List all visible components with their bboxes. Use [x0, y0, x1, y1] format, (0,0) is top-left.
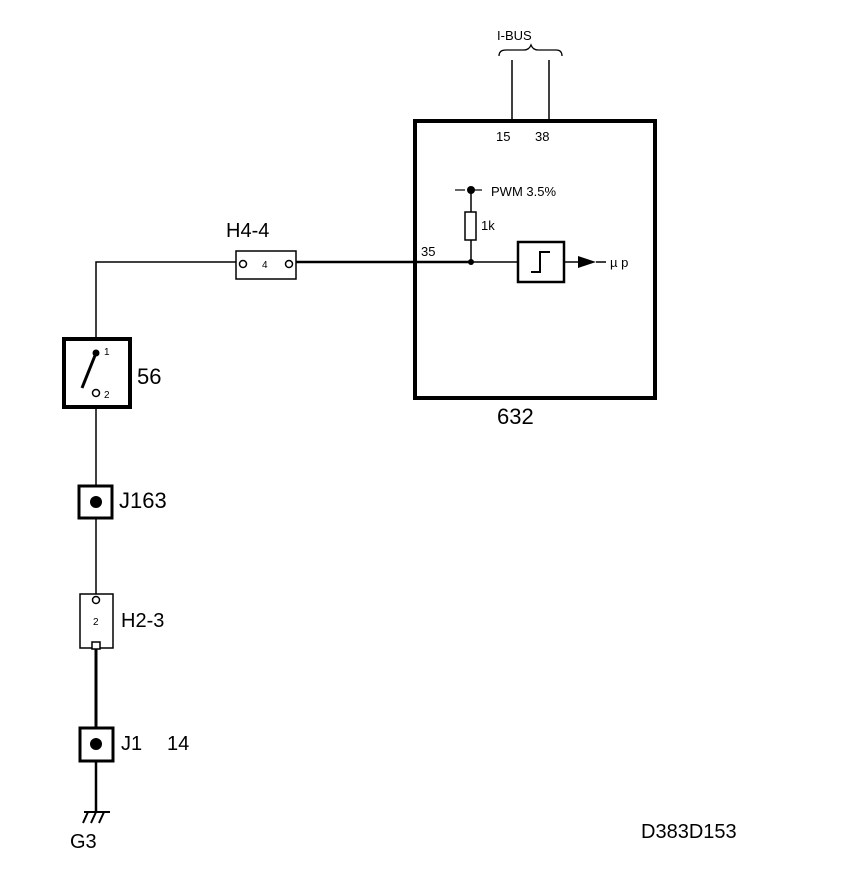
junction-j1 [78, 726, 115, 763]
ibus-brace [498, 43, 563, 57]
ibus-label: I-BUS [497, 28, 532, 43]
bus-pin-38: 38 [535, 129, 549, 144]
wire-switch-to-h4 [95, 261, 236, 349]
connector-h4-4-label: H4-4 [226, 220, 269, 242]
output-arrow-icon [578, 256, 596, 268]
junction-j163 [77, 484, 114, 520]
switch-pin-1: 1 [104, 347, 110, 358]
input-pin-label: 35 [421, 244, 435, 259]
bus-pin-15: 15 [496, 129, 510, 144]
junction-dot-icon [90, 738, 102, 750]
junction-j1-label: J1 [121, 733, 142, 755]
switch-contact-icon [91, 388, 101, 398]
output-label: µ p [610, 255, 628, 270]
junction-j1-pin: 14 [167, 733, 189, 755]
connector-pin-icon [238, 259, 248, 269]
connector-pin-icon [284, 259, 294, 269]
switch-lever-icon [80, 352, 98, 389]
schmitt-trigger [516, 240, 606, 284]
resistor-body [464, 211, 477, 241]
resistor-label: 1k [481, 218, 495, 233]
switch-56: 1 2 [62, 337, 132, 409]
connector-h2-3-label: H2-3 [121, 610, 164, 632]
switch-pin-2: 2 [104, 390, 110, 401]
connector-h4-4-pin: 4 [262, 260, 268, 271]
control-unit: 15 38 35 PWM 3.5% 1k µ p [413, 119, 657, 400]
diagram-id: D383D153 [641, 821, 737, 843]
schmitt-icon [531, 251, 550, 273]
connector-pin-icon [91, 641, 101, 650]
input-node [468, 259, 474, 265]
connector-pin-icon [91, 595, 101, 605]
supply-node [467, 186, 475, 194]
control-unit-id: 632 [497, 404, 534, 429]
pullup-resistor [455, 189, 482, 262]
connector-h2-3-pin: 2 [93, 617, 99, 628]
connector-h4-4: 4 [235, 250, 297, 280]
pwm-label: PWM 3.5% [491, 184, 556, 199]
switch-label: 56 [137, 364, 161, 389]
connector-h2-3: 2 [79, 593, 114, 650]
ibus: I-BUS [497, 28, 563, 57]
ground-label: G3 [70, 831, 97, 853]
junction-j163-label: J163 [119, 488, 167, 513]
control-unit-box [413, 119, 657, 400]
wires [94, 60, 550, 812]
junction-dot-icon [90, 496, 102, 508]
ground-icon [82, 811, 110, 824]
